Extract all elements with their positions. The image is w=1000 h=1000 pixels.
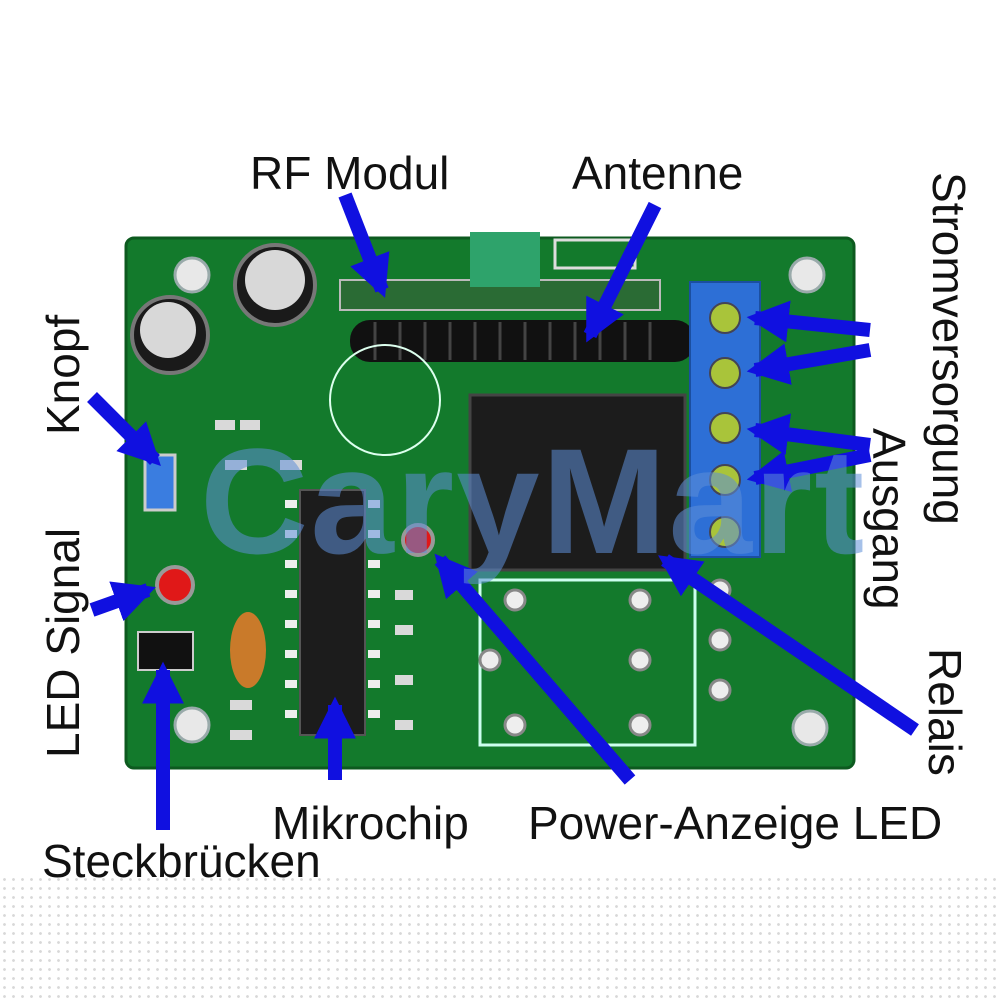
arrow-output-1 (746, 413, 871, 456)
label-microchip: Mikrochip (272, 797, 469, 849)
jumper-header (137, 631, 194, 671)
label-output: Ausgang (863, 428, 915, 610)
dotted-background (0, 875, 1000, 1000)
antenna-coil (350, 320, 695, 362)
speaker-outline (329, 344, 441, 456)
mount-hole (173, 256, 211, 294)
arrow-antenna (583, 201, 662, 343)
label-rf-module: RF Modul (250, 147, 450, 199)
label-power-led: Power-Anzeige LED (528, 797, 943, 849)
mount-hole (791, 709, 829, 747)
arrow-output-2 (746, 448, 872, 493)
label-power-supply: Stromversorgung (923, 172, 975, 525)
signal-led (155, 565, 195, 605)
label-led-signal: LED Signal (37, 527, 89, 758)
label-button: Knopf (37, 314, 89, 435)
callout-arrows (87, 192, 919, 830)
power-led (401, 523, 435, 557)
capacitor-orange (230, 612, 266, 688)
arrow-power-2 (746, 343, 872, 385)
label-relay: Relais (919, 648, 971, 776)
arrow-button (87, 392, 161, 466)
microchip (299, 489, 366, 736)
watermark: CaryMart (200, 417, 867, 585)
arrow-relay (658, 554, 919, 736)
relay (468, 393, 687, 572)
arrow-led-signal (89, 581, 156, 622)
mount-hole (788, 256, 826, 294)
mount-hole (173, 706, 211, 744)
label-antenna: Antenne (572, 147, 744, 199)
arrow-power-1 (746, 300, 871, 343)
label-jumper: Steckbrücken (42, 835, 321, 887)
arrow-power-led (434, 553, 636, 785)
arrow-rf-module (338, 192, 390, 298)
